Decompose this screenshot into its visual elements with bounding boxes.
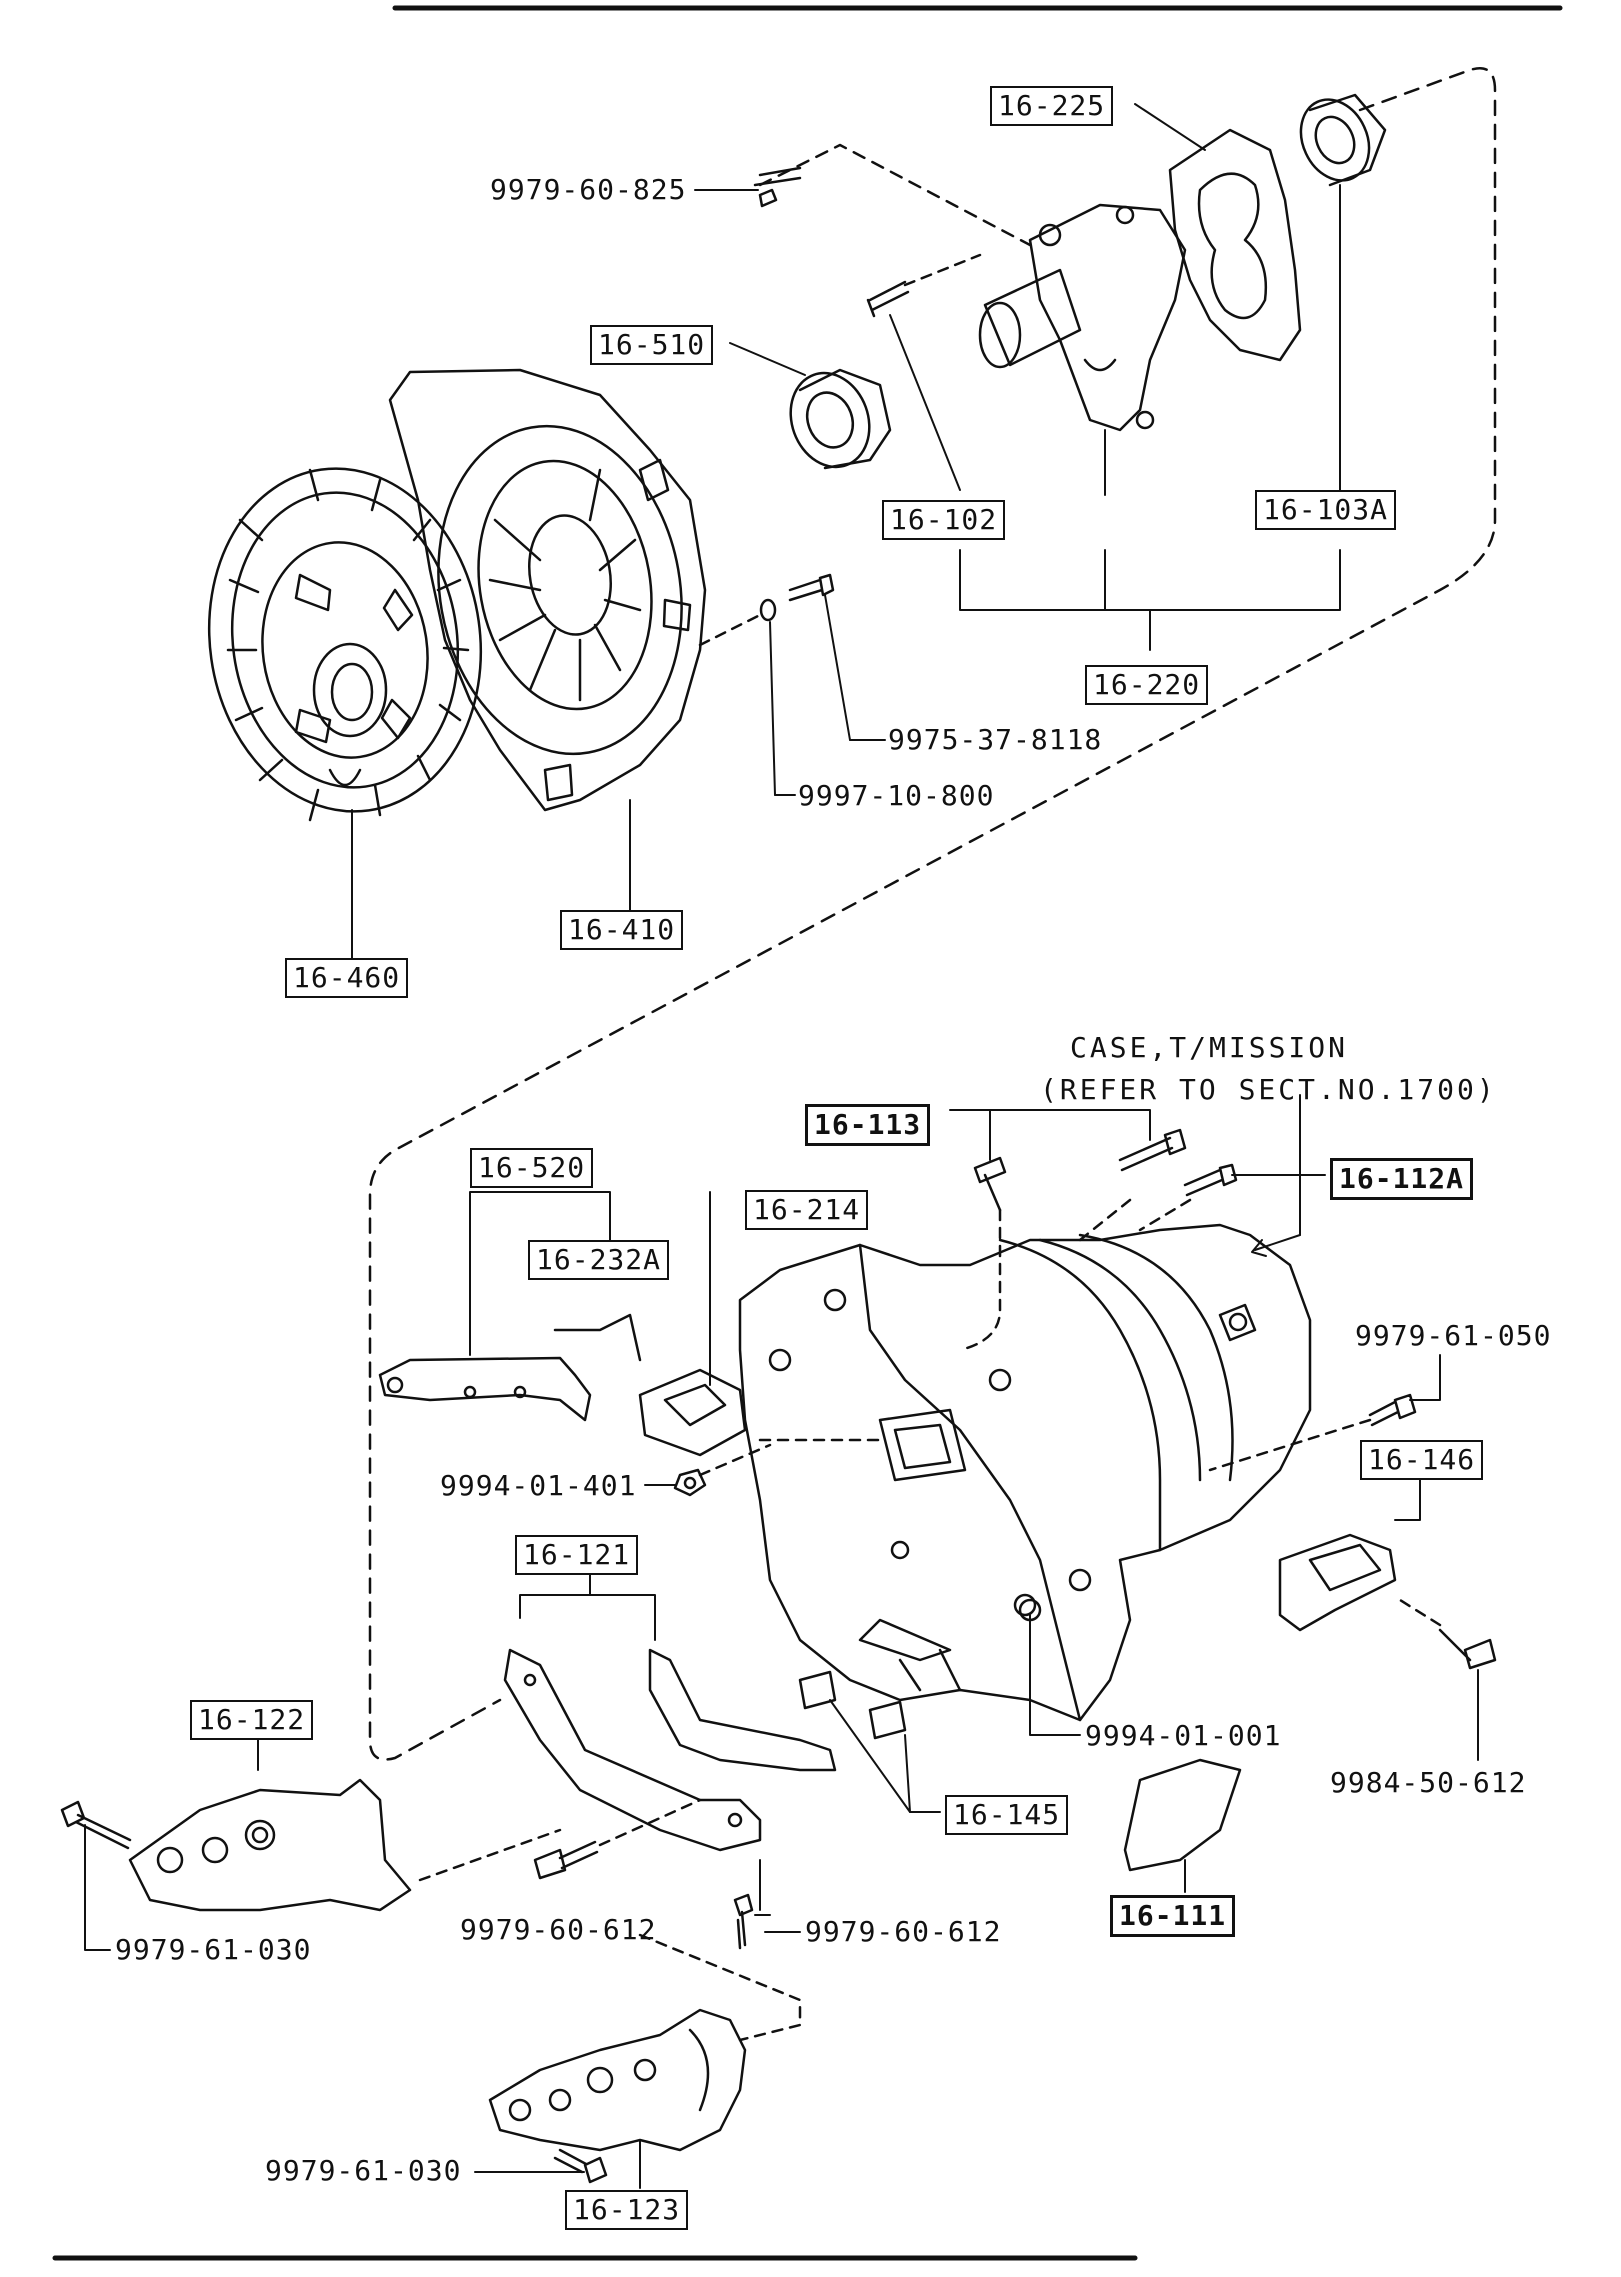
label-16-410: 16-410 <box>560 910 684 950</box>
label-9979-61-030-b: 9979-61-030 <box>265 2154 462 2187</box>
label-9979-61-030-a: 9979-61-030 <box>115 1933 312 1966</box>
leader-16-225 <box>1134 103 1206 151</box>
label-16-225: 16-225 <box>990 86 1114 126</box>
bolt-9979-60-825 <box>753 166 802 208</box>
label-16-460: 16-460 <box>285 958 409 998</box>
label-16-232A: 16-232A <box>528 1240 670 1280</box>
label-9994-01-001: 9994-01-001 <box>1085 1719 1282 1752</box>
label-9979-61-050: 9979-61-050 <box>1355 1319 1552 1352</box>
cover-16-146-drawing <box>1278 1533 1397 1632</box>
label-16-121: 16-121 <box>515 1535 639 1575</box>
leader-9975 <box>824 594 851 741</box>
label-16-102: 16-102 <box>882 500 1006 540</box>
bolt-16-112A <box>1183 1163 1238 1197</box>
leader-16-146 <box>1394 1477 1421 1521</box>
label-9979-60-612-b: 9979-60-612 <box>805 1915 1002 1948</box>
label-9997-10-800: 9997-10-800 <box>798 779 995 812</box>
bracket-16-220 <box>959 549 1341 651</box>
label-9979-60-612-a: 9979-60-612 <box>460 1913 657 1946</box>
release-fork-drawing <box>378 1356 592 1422</box>
label-16-123: 16-123 <box>565 2190 689 2230</box>
label-9975-37-8118: 9975-37-8118 <box>888 723 1103 756</box>
bolt-9979-61-030-right <box>553 2148 608 2184</box>
label-16-122: 16-122 <box>190 1700 314 1740</box>
plate-16-111-drawing <box>1123 1758 1242 1872</box>
dashed-guide-102 <box>903 253 982 287</box>
leader-16-102 <box>889 314 961 491</box>
label-16-220: 16-220 <box>1085 665 1209 705</box>
bolt-9984-50-612 <box>1438 1628 1497 1670</box>
transmission-case-drawing <box>738 1223 1312 1722</box>
pressure-plate-drawing <box>388 368 707 911</box>
front-cover-drawing <box>978 203 1187 432</box>
mount-16-123-drawing <box>488 2008 747 2152</box>
label-9984-50-612: 9984-50-612 <box>1330 1766 1527 1799</box>
leader-9997 <box>769 621 776 796</box>
label-16-112A: 16-112A <box>1330 1158 1474 1200</box>
bolt-9975-37-8118 <box>759 573 835 622</box>
boot-16-214-drawing <box>638 1368 747 1457</box>
oil-seal-drawing <box>1299 93 1387 187</box>
clutch-disc-drawing <box>207 467 483 961</box>
gasket-drawing <box>1168 128 1302 362</box>
bolt-9979-60-612-a <box>533 1840 599 1880</box>
nut-9994-01-001 <box>1013 1593 1037 1617</box>
dashed-guide-825 <box>758 143 1032 247</box>
bolt-16-102-small <box>866 280 910 318</box>
bolt-9979-60-612-b <box>733 1893 754 1950</box>
spring-16-232A <box>553 1313 642 1362</box>
bolt-9979-61-050 <box>1368 1393 1417 1427</box>
label-16-214: 16-214 <box>745 1190 869 1230</box>
bolts-16-113 <box>973 1128 1187 1212</box>
bolt-9979-61-030-left <box>60 1800 132 1850</box>
label-16-520: 16-520 <box>470 1148 594 1188</box>
shift-bracket-16-121-drawing <box>503 1648 837 1852</box>
mount-16-122-drawing <box>128 1778 412 1912</box>
label-16-510: 16-510 <box>590 325 714 365</box>
label-16-111: 16-111 <box>1110 1895 1236 1937</box>
label-9979-60-825: 9979-60-825 <box>490 173 687 206</box>
nut-9994-01-401 <box>673 1468 707 1497</box>
bracket-16-121 <box>519 1594 656 1641</box>
label-16-113: 16-113 <box>805 1104 931 1146</box>
bracket-16-113 <box>949 1109 1151 1161</box>
label-16-145: 16-145 <box>945 1795 1069 1835</box>
leader-16-510 <box>729 342 806 376</box>
bushings-16-145 <box>798 1670 907 1740</box>
note-case-line1: CASE,T/MISSION <box>1070 1031 1349 1064</box>
assembly-boundary-dashed <box>368 67 1497 1761</box>
label-16-103A: 16-103A <box>1255 490 1397 530</box>
label-16-146: 16-146 <box>1360 1440 1484 1480</box>
release-bearing-drawing <box>789 368 892 470</box>
label-9994-01-401: 9994-01-401 <box>440 1469 637 1502</box>
note-case-line2: (REFER TO SECT.NO.1700) <box>1040 1073 1497 1106</box>
